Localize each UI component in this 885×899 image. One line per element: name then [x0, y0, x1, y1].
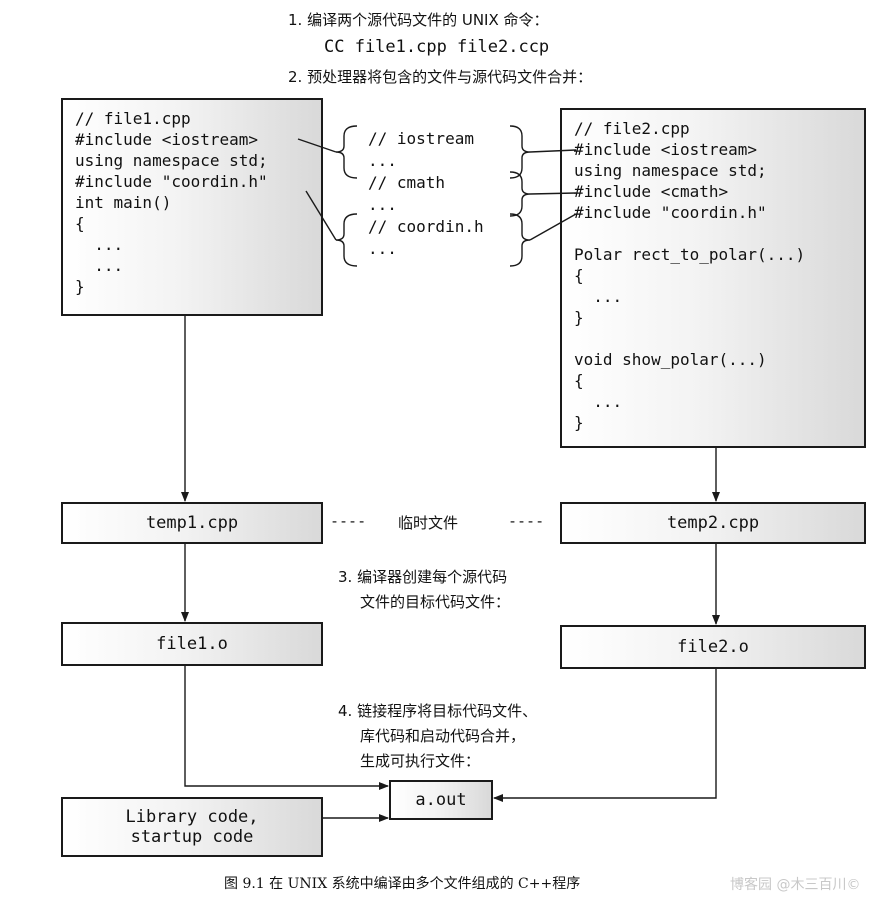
library-box: Library code, startup code: [61, 797, 323, 857]
file2-code-line: #include "coordin.h": [574, 203, 767, 222]
watermark-text: 博客园 @木三百川©: [730, 877, 861, 893]
file1-code-lines: // file1.cpp #include <iostream> using nam…: [75, 108, 311, 297]
link-file1-coordin: [305, 190, 337, 241]
file1-code-line: }: [75, 277, 85, 296]
figure-caption: 图 9.1 在 UNIX 系统中编译由多个文件组成的 C++程序: [224, 876, 581, 892]
file2-code-line: }: [574, 308, 584, 327]
header-line-ellipsis: ...: [368, 239, 397, 258]
executable-label: a.out: [415, 790, 467, 810]
header-line-iostream: // iostream: [368, 129, 474, 148]
header-line-coordin: // coordin.h: [368, 217, 484, 236]
brace-left-iostream: [335, 125, 358, 179]
obj2-box: file2.o: [560, 625, 866, 669]
file2-code-line: Polar rect_to_polar(...): [574, 245, 806, 264]
link-file2-cmath: [529, 192, 577, 195]
brace-left-coordin: [335, 213, 358, 267]
library-line2: startup code: [130, 827, 254, 847]
file2-code-line: {: [574, 266, 584, 285]
link-file2-coordin: [529, 213, 577, 241]
file1-code-line: #include <iostream>: [75, 130, 259, 149]
arrow-obj1-to-aout: [184, 666, 389, 790]
header-file-list: // iostream ... // cmath ... // coordin.…: [368, 128, 484, 260]
file2-code-line: void show_polar(...): [574, 350, 767, 369]
file2-code-line: using namespace std;: [574, 161, 767, 180]
file2-code-line: #include <cmath>: [574, 182, 729, 201]
obj1-box: file1.o: [61, 622, 323, 666]
temp-files-label: 临时文件: [398, 514, 459, 532]
file2-code-line: ...: [574, 287, 623, 306]
library-line1: Library code,: [125, 807, 259, 827]
obj2-label: file2.o: [677, 637, 749, 657]
step3-line1: 3. 编译器创建每个源代码: [338, 568, 508, 586]
header-line-ellipsis: ...: [368, 195, 397, 214]
temp2-box: temp2.cpp: [560, 502, 866, 544]
file2-source-box: // file2.cpp #include <iostream> using nam…: [560, 108, 866, 448]
file2-code-lines: // file2.cpp #include <iostream> using nam…: [574, 118, 854, 433]
executable-box: a.out: [389, 780, 493, 820]
header-line-ellipsis: ...: [368, 151, 397, 170]
arrow-obj2-to-aout: [493, 669, 717, 802]
step3-line2: 文件的目标代码文件：: [360, 593, 511, 611]
file1-code-line: ...: [75, 256, 124, 275]
file2-code-line: // file2.cpp: [574, 119, 690, 138]
header-line-cmath: // cmath: [368, 173, 446, 192]
temp2-label: temp2.cpp: [666, 513, 760, 533]
step4-line1: 4. 链接程序将目标代码文件、: [338, 702, 538, 720]
file1-code-line: #include "coordin.h": [75, 172, 268, 191]
file1-code-line: using namespace std;: [75, 151, 268, 170]
file1-code-line: int main(): [75, 193, 172, 212]
brace-right-iostream: [509, 125, 531, 179]
temp1-box: temp1.cpp: [61, 502, 323, 544]
link-file2-iostream: [529, 149, 577, 153]
temp-dashes-right: ----: [508, 512, 545, 530]
obj1-label: file1.o: [156, 634, 228, 654]
brace-right-coordin: [509, 213, 531, 267]
step4-line2: 库代码和启动代码合并，: [360, 727, 526, 745]
step1-command: CC file1.cpp file2.ccp: [324, 37, 550, 57]
temp-dashes-left: ----: [330, 512, 367, 530]
file1-code-line: ...: [75, 235, 124, 254]
step2-title: 2. 预处理器将包含的文件与源代码文件合并：: [288, 68, 593, 86]
temp1-label: temp1.cpp: [145, 513, 239, 533]
file1-source-box: // file1.cpp #include <iostream> using nam…: [61, 98, 323, 316]
file2-code-line: #include <iostream>: [574, 140, 758, 159]
file1-code-line: // file1.cpp: [75, 109, 191, 128]
file2-code-line: }: [574, 413, 584, 432]
file2-code-line: ...: [574, 392, 623, 411]
step4-line3: 生成可执行文件：: [360, 752, 481, 770]
step1-title: 1. 编译两个源代码文件的 UNIX 命令：: [288, 11, 549, 29]
file1-code-line: {: [75, 214, 85, 233]
brace-right-cmath: [509, 171, 531, 217]
file2-code-line: {: [574, 371, 584, 390]
link-file1-iostream: [297, 138, 337, 153]
